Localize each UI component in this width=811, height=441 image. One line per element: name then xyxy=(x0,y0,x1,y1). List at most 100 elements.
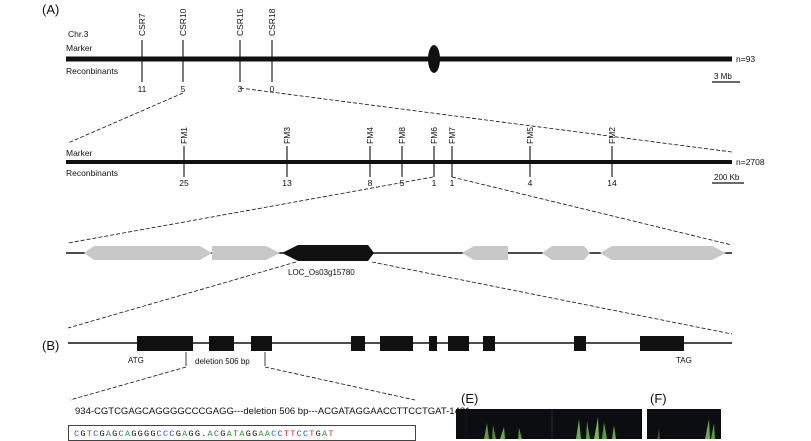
sequence-base: A xyxy=(124,429,132,439)
finemap-marker-name: FM1 xyxy=(179,127,189,144)
exon-2 xyxy=(209,336,234,351)
sequence-base: A xyxy=(322,429,329,439)
exon-8 xyxy=(483,336,495,351)
finemap-marker-count: 1 xyxy=(432,178,437,188)
sequence-base: C xyxy=(156,429,164,439)
chromosome-marker-count: 3 xyxy=(238,84,243,94)
finemap-marker-label: Marker xyxy=(66,148,93,158)
chromosome-marker-count: 5 xyxy=(181,84,186,94)
chromosome-recombinants-label: Reconbinants xyxy=(66,66,118,76)
deletion-label: deletion 506 bp xyxy=(195,357,250,366)
chromosome-marker-name: CSR15 xyxy=(235,8,245,36)
sequence-base: A xyxy=(264,429,272,439)
sequence-title: 934-CGTCGAGCAGGGGCCCGAGG---deletion 506 … xyxy=(75,406,471,417)
sequence-base: C xyxy=(296,429,303,439)
sequence-base: G xyxy=(245,429,253,439)
exon-4 xyxy=(351,336,365,351)
plant-leaves-f xyxy=(657,419,715,439)
start-codon-label: ATG xyxy=(128,356,144,365)
chromosome-marker-name: CSR10 xyxy=(178,8,188,36)
sequence-base: G xyxy=(194,429,202,439)
sequence-trace: CGTCGAGCAGGGGCCCGAGG.ACGATAGGAACCTTCCTGA… xyxy=(68,425,416,441)
exon-3 xyxy=(251,336,272,351)
sequence-base: G xyxy=(252,429,259,439)
plant-leaves-e xyxy=(465,409,616,439)
chromosome-marker-count: 11 xyxy=(138,84,147,94)
finemap-marker-name: FM6 xyxy=(429,127,439,144)
sequence-base: T xyxy=(290,429,297,439)
zoom-line-right-3 xyxy=(371,261,733,335)
finemap-marker-count: 14 xyxy=(607,178,617,188)
exon-6 xyxy=(429,336,437,351)
sequence-base: G xyxy=(143,429,151,439)
chromosome-marker-label: Marker xyxy=(66,43,93,53)
sequence-base: T xyxy=(309,429,316,439)
sequence-base: C xyxy=(271,429,278,439)
centromere xyxy=(428,45,440,73)
chromosome-marker-name: CSR18 xyxy=(267,8,277,36)
finemap-marker-count: 13 xyxy=(282,178,292,188)
zoom-line-left-4 xyxy=(69,366,187,401)
sequence-base: G xyxy=(188,429,195,439)
sequence-base: A xyxy=(239,429,246,439)
chromosome-scale-label: 3 Mb xyxy=(714,72,732,81)
sequence-base: . xyxy=(201,429,208,439)
sequence-base: G xyxy=(220,429,227,439)
gene-arrow-candidate xyxy=(282,245,374,261)
stop-codon-label: TAG xyxy=(676,356,692,365)
sequence-base: T xyxy=(232,429,240,439)
finemap-marker-name: FM8 xyxy=(397,127,407,144)
chromosome-name: Chr.3 xyxy=(68,29,89,39)
sequence-base: G xyxy=(80,429,87,439)
sequence-base: C xyxy=(277,429,284,439)
finemap-marker-name: FM7 xyxy=(447,127,457,144)
sequence-base: T xyxy=(86,429,94,439)
zoom-line-right-1 xyxy=(239,87,733,153)
exon-1 xyxy=(137,336,193,351)
sequence-base: G xyxy=(175,429,183,439)
chromosome-marker-name: CSR7 xyxy=(137,13,147,36)
sequence-base: C xyxy=(93,429,100,439)
zoom-line-right-4 xyxy=(264,366,416,401)
finemap-marker-count: 4 xyxy=(528,178,533,188)
sequence-base: C xyxy=(302,429,310,439)
finemap-markers: FM125FM313FM48FM85FM61FM71FM54FM214 xyxy=(179,127,617,188)
sequence-base: A xyxy=(105,429,113,439)
finemap-marker-name: FM2 xyxy=(607,127,617,144)
panel-label-e-outer: (E) xyxy=(461,391,479,406)
exon-10 xyxy=(640,336,684,351)
sequence-base: G xyxy=(112,429,119,439)
zoom-line-right-2 xyxy=(451,176,733,246)
panel-label-f: (F) xyxy=(650,391,667,406)
sequence-base: A xyxy=(258,429,265,439)
zoom-line-left-1 xyxy=(67,92,184,144)
sequence-base: C xyxy=(74,429,81,439)
sequence-base: G xyxy=(131,429,138,439)
finemap-marker-count: 5 xyxy=(400,178,405,188)
photo-panel-e: (E) xyxy=(456,409,642,439)
candidate-gene-label: LOC_Os03g15780 xyxy=(288,268,355,277)
photo-panel-f xyxy=(647,409,721,439)
chromosome-marker-count: 0 xyxy=(270,84,275,94)
finemap-n: n=2708 xyxy=(736,157,765,167)
sequence-base: A xyxy=(207,429,214,439)
chromosome-markers: CSR7 11 CSR10 5 CSR15 3 CSR18 0 xyxy=(137,8,277,94)
panel-label-a: (A) xyxy=(42,2,59,17)
panel-label-b: (B) xyxy=(42,338,59,353)
zoom-line-left-3 xyxy=(67,261,297,329)
chromosome-n: n=93 xyxy=(736,54,755,64)
sequence-base: T xyxy=(328,429,335,439)
finemap-marker-count: 1 xyxy=(450,178,455,188)
exon-5 xyxy=(380,336,413,351)
finemap-recombinants-label: Reconbinants xyxy=(66,168,118,178)
finemap-scale-label: 200 Kb xyxy=(714,173,740,182)
sequence-base: G xyxy=(315,429,323,439)
sequence-base: C xyxy=(213,429,221,439)
finemap-marker-name: FM5 xyxy=(525,127,535,144)
gene-arrow-4 xyxy=(462,246,508,260)
zoom-line-left-2 xyxy=(67,176,434,244)
sequence-base: C xyxy=(169,429,176,439)
finemap-marker-count: 8 xyxy=(368,178,373,188)
gene-arrow-2 xyxy=(212,246,280,260)
